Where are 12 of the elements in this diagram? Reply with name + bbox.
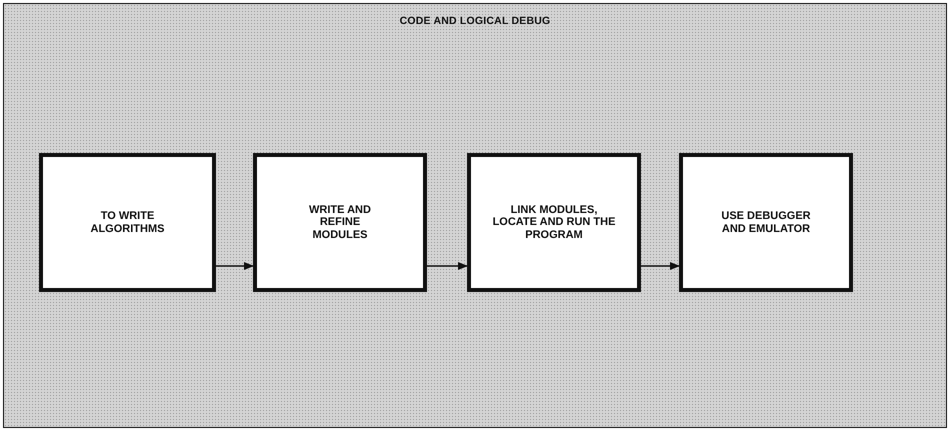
arrow	[641, 262, 680, 270]
box-label: WRITE AND REFINE MODULES	[308, 204, 372, 242]
diagram-title: CODE AND LOGICAL DEBUG	[400, 15, 550, 27]
process-box	[679, 153, 853, 292]
box-label: USE DEBUGGER AND EMULATOR	[721, 210, 811, 236]
process-box	[253, 153, 427, 292]
arrow	[427, 262, 468, 270]
arrow	[216, 262, 254, 270]
process-box	[39, 153, 216, 292]
process-box	[467, 153, 641, 292]
box-label: LINK MODULES, LOCATE AND RUN THE PROGRAM	[492, 204, 616, 242]
box-label: TO WRITE ALGORITHMS	[90, 210, 166, 236]
